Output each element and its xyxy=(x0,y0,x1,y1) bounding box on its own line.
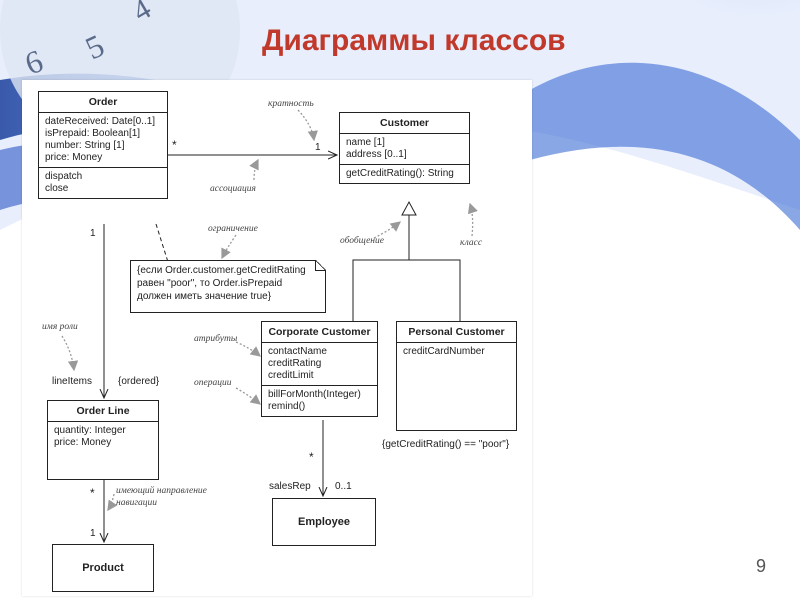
class-customer: Customer name [1] address [0..1] getCred… xyxy=(339,112,470,184)
constraint-ordered: {ordered} xyxy=(118,376,160,387)
class-order-line-name: Order Line xyxy=(48,401,158,422)
annotation-multiplicity: кратность xyxy=(268,99,314,109)
note-link xyxy=(155,223,169,263)
note-fold-corner xyxy=(315,260,326,271)
pointer-multiplicity xyxy=(297,109,318,142)
corporate-operation: billForMonth(Integer) xyxy=(268,389,361,400)
class-corporate-customer-name: Corporate Customer xyxy=(262,322,377,343)
orderline-attribute: quantity: Integer xyxy=(54,425,126,436)
pointer-navigation xyxy=(107,493,118,512)
class-diagram: Order dateReceived: Date[0..1] isPrepaid… xyxy=(22,80,532,596)
multiplicity-customer-end: 1 xyxy=(315,142,321,153)
orderline-attribute: price: Money xyxy=(54,437,112,448)
class-order-operations: dispatch close xyxy=(39,168,167,198)
note-line: {если Order.customer.getCreditRating xyxy=(137,265,306,276)
class-employee: Employee xyxy=(272,498,376,546)
order-attribute: price: Money xyxy=(45,152,103,163)
multiplicity-corporate-end: * xyxy=(309,450,314,464)
pointer-operations xyxy=(235,387,262,405)
class-personal-customer-attributes: creditCardNumber xyxy=(397,343,516,361)
class-personal-customer-name: Personal Customer xyxy=(397,322,516,343)
personal-attribute: creditCardNumber xyxy=(403,346,485,357)
order-attribute: isPrepaid: Boolean[1] xyxy=(45,128,141,139)
class-corporate-customer-operations: billForMonth(Integer) remind() xyxy=(262,386,377,416)
pointer-class xyxy=(467,202,478,237)
pointer-role-name xyxy=(61,335,79,372)
diagram-connectors xyxy=(61,109,478,596)
class-employee-name: Employee xyxy=(298,516,350,528)
annotation-operations: операции xyxy=(194,378,232,388)
role-lineitems: lineItems xyxy=(52,376,93,387)
class-customer-operations: getCreditRating(): String xyxy=(340,165,469,183)
customer-attribute: address [0..1] xyxy=(346,149,407,160)
multiplicity-product-end: 1 xyxy=(90,528,96,539)
pointer-constraint xyxy=(221,234,237,260)
annotation-association: ассоциация xyxy=(210,184,256,194)
class-product: Product xyxy=(52,544,154,592)
class-personal-customer: Personal Customer creditCardNumber xyxy=(396,321,517,431)
role-salesrep: salesRep xyxy=(269,481,311,492)
annotation-constraint: ограничение xyxy=(208,224,258,234)
order-operation: close xyxy=(45,183,69,194)
class-order-line: Order Line quantity: Integer price: Mone… xyxy=(47,400,159,480)
customer-operation: getCreditRating(): String xyxy=(346,168,454,179)
order-attribute: dateReceived: Date[0..1] xyxy=(45,116,156,127)
class-customer-name: Customer xyxy=(340,113,469,134)
class-corporate-customer-attributes: contactName creditRating creditLimit xyxy=(262,343,377,386)
class-order-line-attributes: quantity: Integer price: Money xyxy=(48,422,158,452)
customer-attribute: name [1] xyxy=(346,137,385,148)
pointer-association xyxy=(249,158,259,181)
annotation-generalization: обобщение xyxy=(340,236,384,246)
class-corporate-customer: Corporate Customer contactName creditRat… xyxy=(261,321,378,417)
corporate-attribute: creditLimit xyxy=(268,370,314,381)
class-product-name: Product xyxy=(82,562,124,574)
note-line: должен иметь значение true} xyxy=(137,291,272,302)
generalization-triangle xyxy=(401,200,417,216)
multiplicity-order-orderline: 1 xyxy=(90,228,96,239)
order-operation: dispatch xyxy=(45,171,83,182)
note-line: равен "poor", то Order.isPrepaid xyxy=(137,278,283,289)
class-order-name: Order xyxy=(39,92,167,113)
annotation-attributes: атрибуты xyxy=(194,334,238,344)
generalization-lines xyxy=(352,259,461,321)
order-attribute: number: String [1] xyxy=(45,140,125,151)
pointer-attributes xyxy=(235,341,262,357)
annotation-navigation-line1: имеющий направление xyxy=(116,486,207,496)
corporate-attribute: contactName xyxy=(268,346,327,357)
class-customer-attributes: name [1] address [0..1] xyxy=(340,134,469,165)
constraint-personal-customer: {getCreditRating() == "poor"} xyxy=(382,439,510,450)
annotation-class: класс xyxy=(460,238,483,248)
class-order-attributes: dateReceived: Date[0..1] isPrepaid: Bool… xyxy=(39,113,167,168)
constraint-note: {если Order.customer.getCreditRating рав… xyxy=(130,260,326,313)
multiplicity-orderline-product: * xyxy=(90,486,95,500)
corporate-operation: remind() xyxy=(268,401,306,412)
multiplicity-order-end: * xyxy=(172,138,177,152)
annotation-navigation-line2: навигации xyxy=(116,498,158,508)
slide-title: Диаграммы классов xyxy=(262,24,566,57)
class-order: Order dateReceived: Date[0..1] isPrepaid… xyxy=(38,91,168,199)
corporate-attribute: creditRating xyxy=(268,358,322,369)
page-number: 9 xyxy=(755,556,766,576)
pointer-generalization xyxy=(373,221,402,239)
multiplicity-employee-end: 0..1 xyxy=(335,481,352,492)
annotation-role-name: имя роли xyxy=(42,322,78,332)
